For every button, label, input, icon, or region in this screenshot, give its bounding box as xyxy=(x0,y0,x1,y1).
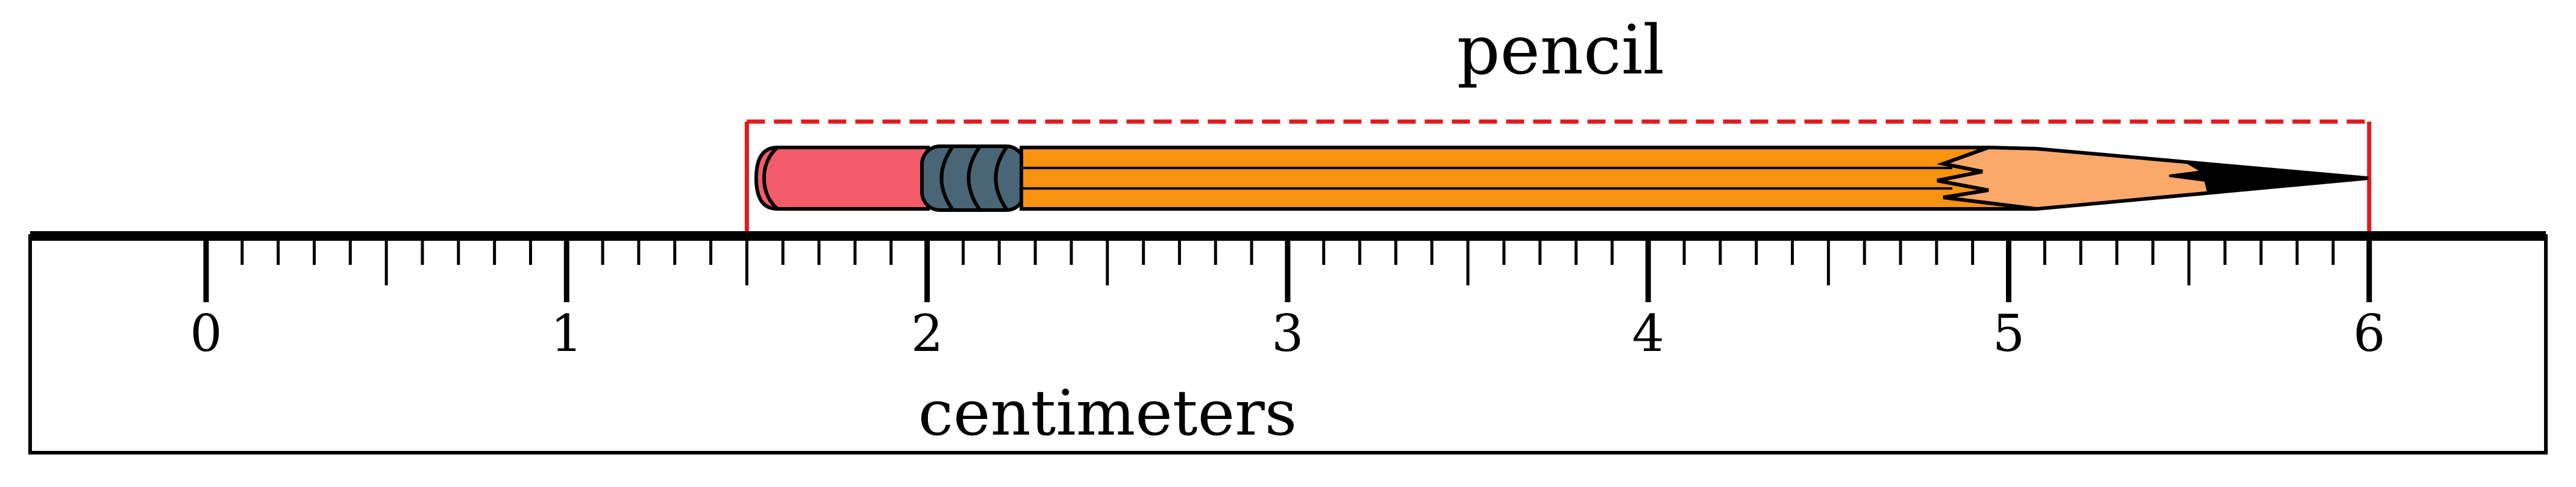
pencil-body xyxy=(1020,146,2037,211)
measurement-bracket xyxy=(744,119,2372,241)
tick-label: 4 xyxy=(1632,304,1664,363)
ferrule-band-2 xyxy=(967,146,981,210)
pencil-eraser xyxy=(754,146,930,211)
pencil-icon xyxy=(754,144,2369,212)
tick-label: 3 xyxy=(1271,304,1303,363)
tick-label: 1 xyxy=(551,304,583,363)
ferrule-band-1 xyxy=(939,146,954,210)
tick-label: 0 xyxy=(190,304,222,363)
pencil-lead xyxy=(2169,161,2369,194)
ruler-tick-labels: 0 1 2 3 4 5 6 xyxy=(190,304,2385,363)
ferrule-band-3 xyxy=(994,146,1008,210)
ruler-ticks xyxy=(203,236,2372,302)
ruler: 0 1 2 3 4 5 6 centimeters xyxy=(28,231,2548,454)
tick-label: 5 xyxy=(1993,304,2025,363)
ruler-unit-label: centimeters xyxy=(918,376,1297,450)
eraser-edge xyxy=(762,146,779,211)
tick-label: 6 xyxy=(2353,304,2385,363)
diagram-title: pencil xyxy=(1457,11,1664,90)
tick-label: 2 xyxy=(911,304,943,363)
